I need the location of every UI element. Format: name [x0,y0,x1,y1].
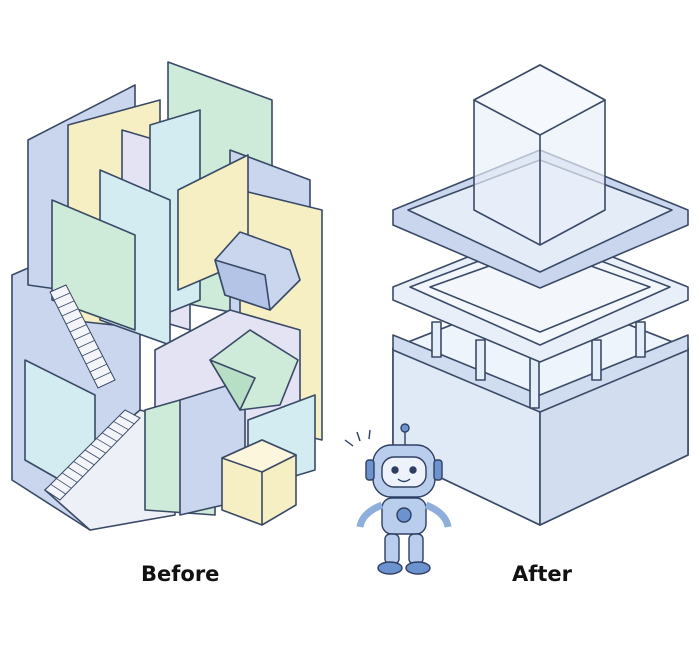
stair-step [69,324,87,333]
stair-step [101,432,118,442]
after-structure [392,64,689,526]
stair-step [73,332,91,341]
stair-step [96,438,112,448]
stair-step [93,371,112,381]
stair-step [90,443,106,454]
stair-step [44,489,61,501]
stair-step [119,415,135,425]
before-label: Before [141,562,220,586]
stair-step [49,284,67,293]
after-label: After [512,562,573,586]
stair-step [77,340,95,349]
stair-step [79,455,95,466]
stair-step [85,355,103,365]
stair-step [73,461,89,472]
robot-mascot [344,423,452,575]
stair-step [84,449,101,460]
stair-step [57,300,75,309]
stair-step [67,466,84,477]
stair-step [61,308,79,317]
stair-step [53,292,71,301]
stair-step [81,347,99,357]
stair-step [56,478,72,489]
stair-step [89,363,108,373]
stair-step [61,472,78,483]
stair-step [107,426,124,436]
stair-step [65,316,83,325]
stair-step [50,483,66,495]
before-structure [11,61,323,531]
stair-step [113,421,129,431]
